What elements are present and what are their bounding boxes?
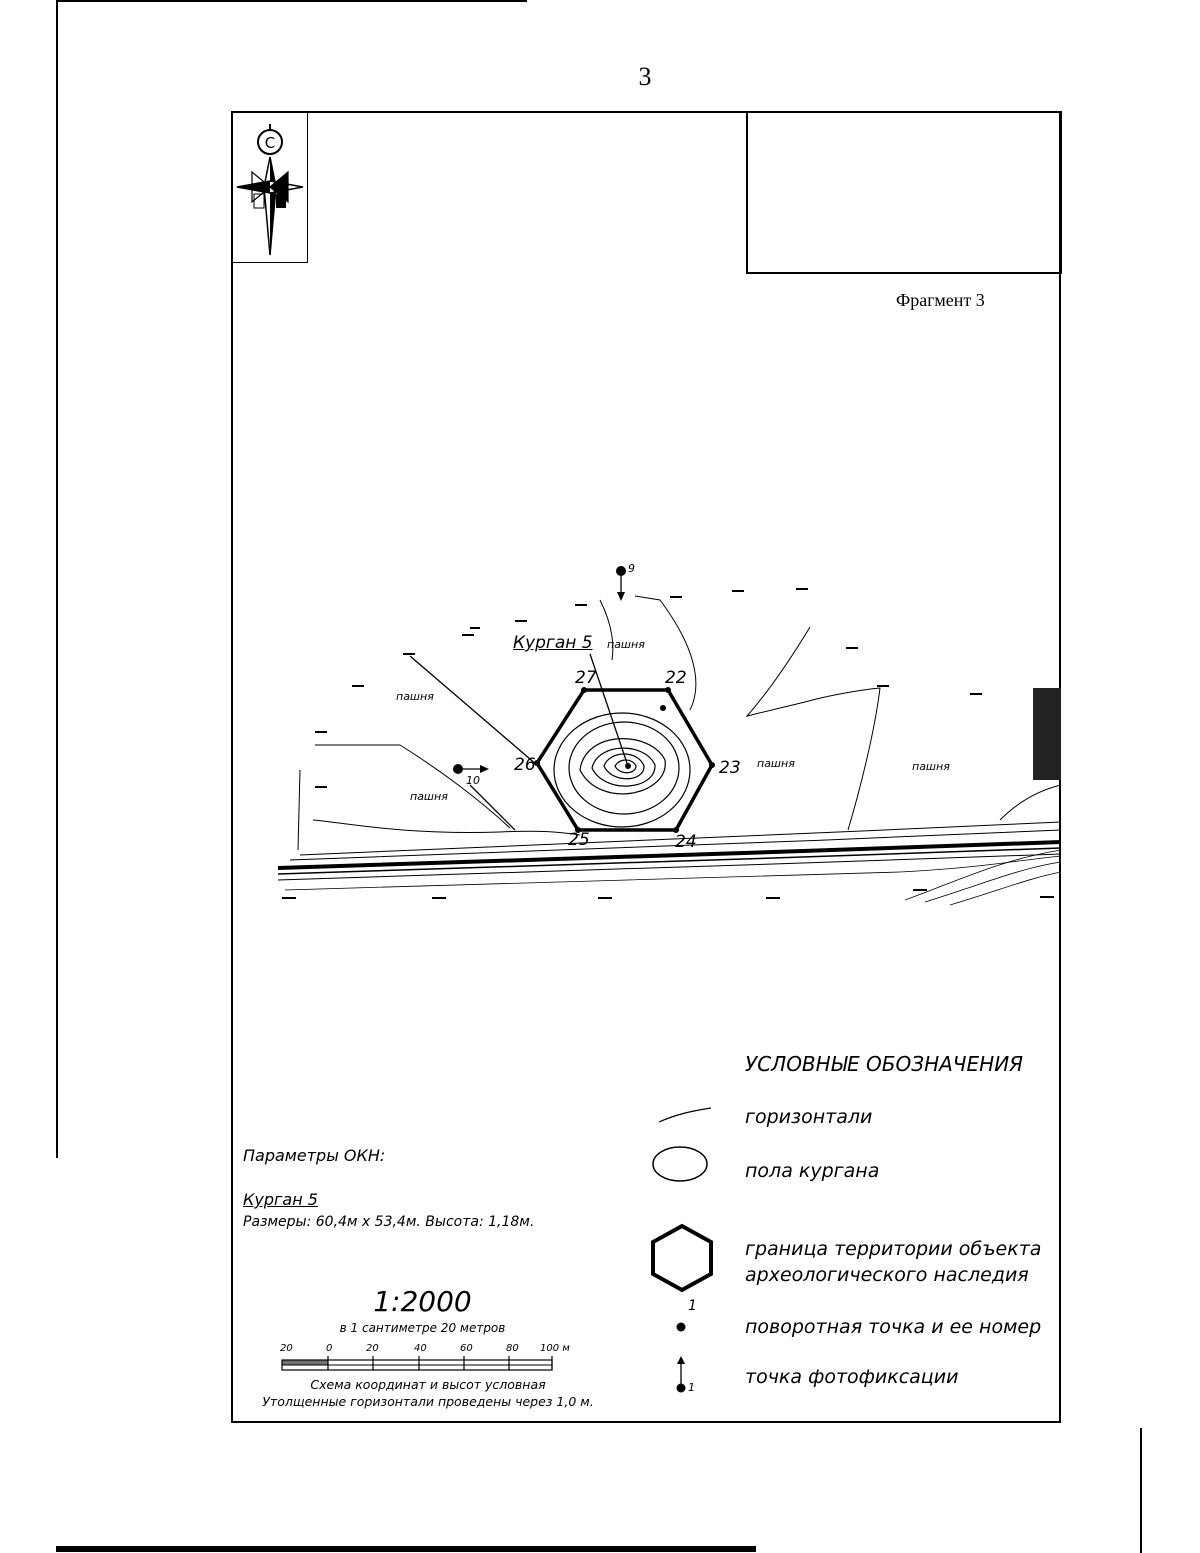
legend-title: УСЛОВНЫЕ ОБОЗНАЧЕНИЯ	[745, 1052, 1024, 1076]
turning-points	[534, 687, 715, 833]
scale-tick: 20	[280, 1343, 293, 1354]
photo-point-9	[616, 566, 626, 601]
photo-point-icon	[676, 1356, 686, 1393]
field-label: пашня	[607, 638, 645, 651]
legend-label-contours: горизонтали	[745, 1106, 873, 1128]
turning-point-marker-number: 1	[688, 1298, 697, 1314]
scale-tick: 20	[366, 1343, 379, 1354]
scale-ratio: 1:2000	[373, 1285, 472, 1318]
legend-label-photo-point: точка фотофиксации	[745, 1366, 959, 1388]
boundary-point-23: 23	[719, 758, 741, 778]
scan-edge-top	[57, 0, 527, 2]
scale-subtitle: в 1 сантиметре 20 метров	[339, 1321, 506, 1335]
parameters-dimensions: Размеры: 60,4м х 53,4м. Высота: 1,18м.	[243, 1214, 535, 1230]
scale-tick: 0	[326, 1343, 333, 1354]
leader-line-mound	[589, 653, 629, 767]
boundary-point-26: 26	[514, 755, 536, 775]
road-strip	[277, 784, 1061, 906]
contour-lines	[297, 595, 881, 851]
legend-label-boundary: граница территории объекта	[745, 1238, 1042, 1260]
photo-point-marker-number: 1	[688, 1381, 695, 1394]
boundary-point-27: 27	[575, 668, 597, 688]
dense-vegetation-area	[1033, 688, 1061, 780]
page-number: 3	[638, 62, 652, 91]
scale-tick: 60	[460, 1343, 473, 1354]
mound-label: Курган 5	[513, 633, 593, 653]
scan-edge-left	[56, 0, 58, 1158]
parameters-mound-name: Курган 5	[243, 1190, 318, 1209]
mound-contours	[553, 712, 691, 828]
compass-box: С	[231, 111, 308, 263]
legend-label-mound-floor: пола кургана	[745, 1160, 880, 1182]
parameters-title: Параметры ОКН:	[243, 1146, 386, 1165]
field-label: пашня	[757, 757, 795, 770]
photo-point-10	[453, 764, 489, 774]
map-drawing	[277, 566, 1061, 906]
scale-note-1: Схема координат и высот условная	[310, 1377, 546, 1392]
scan-edge-right	[1140, 1428, 1142, 1553]
north-arrow-compass-icon: С	[236, 124, 304, 256]
boundary-point-25: 25	[568, 830, 590, 850]
scale-note-2: Утолщенные горизонтали проведены через 1…	[262, 1394, 594, 1409]
boundary-point-22: 22	[665, 668, 687, 688]
mound-floor-ellipse-icon	[652, 1146, 708, 1182]
photo-point-label-10: 10	[466, 774, 480, 787]
field-label: пашня	[912, 760, 950, 773]
scale-bar	[281, 1356, 553, 1371]
title-box	[746, 111, 1062, 274]
legend-label-boundary-line2: археологического наследия	[745, 1264, 1029, 1286]
field-label: пашня	[410, 790, 448, 803]
leader-line	[469, 784, 516, 831]
boundary-point-24: 24	[675, 832, 697, 852]
contour-line-icon	[658, 1107, 712, 1123]
legend-label-turning-point: поворотная точка и ее номер	[745, 1316, 1042, 1338]
photo-point-label-9: 9	[628, 562, 635, 575]
field-label: пашня	[396, 690, 434, 703]
scale-tick: 100 м	[540, 1343, 570, 1354]
scale-tick: 80	[506, 1343, 519, 1354]
leader-line	[409, 655, 538, 766]
hexagon-boundary-icon	[651, 1223, 713, 1293]
compass-letter: С	[265, 134, 275, 152]
scan-edge-bottom	[56, 1546, 756, 1552]
scale-tick: 40	[414, 1343, 427, 1354]
elevation-marks	[282, 588, 1054, 899]
turning-point-icon	[676, 1322, 686, 1332]
fragment-label: Фрагмент 3	[896, 290, 985, 310]
